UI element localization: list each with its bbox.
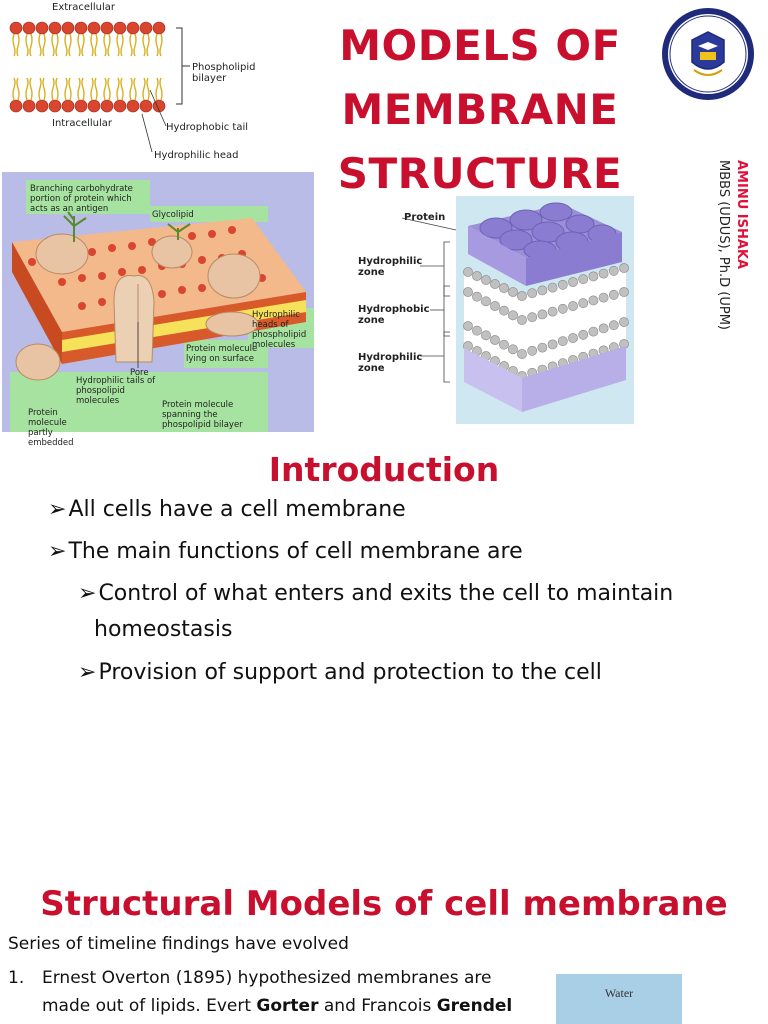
hydrophilic-zone-top-label: Hydrophilic zone (358, 256, 423, 278)
intro-sub-bullet-2-text: Provision of support and protection to t… (98, 660, 602, 685)
carbohydrate-label: Branching carbohydrate portion of protei… (30, 184, 133, 214)
extracellular-label: Extracellular (52, 2, 115, 13)
grendel-name: Grendel (436, 996, 513, 1016)
intro-bullet-1-text: All cells have a cell membrane (68, 497, 406, 522)
timeline-item-1-line-1: Ernest Overton (1895) hypothesized membr… (42, 968, 492, 988)
intro-bullet-1: ➢All cells have a cell membrane (48, 497, 406, 522)
hydrophilic-head-label: Hydrophilic head (154, 150, 239, 161)
author-degrees: MBBS (UDUS), Ph.D (UPM) (716, 160, 731, 330)
glycolipid-label: Glycolipid (152, 210, 194, 220)
timeline-item-1-line-2-pre: made out of lipids. Evert (42, 996, 257, 1016)
pore-label: Pore (130, 368, 149, 378)
membrane-block-diagram: Protein Hydrophilic zone Hydrophobic zon… (340, 196, 640, 426)
intracellular-label: Intracellular (52, 118, 113, 129)
protein-label: Protein (404, 212, 446, 223)
surface-protein-label: Protein molecule lying on surface (186, 344, 258, 364)
author-name: AMINU ISHAKA (734, 160, 749, 270)
introduction-heading: Introduction (268, 450, 500, 489)
intro-sub-bullet-1-cont: homeostasis (94, 617, 233, 642)
phospholipid-bilayer-label: Phospholipid bilayer (192, 62, 256, 84)
bilayer-diagram: Extracellular Intracellular Phospholipid… (0, 0, 300, 165)
title-line-2: MEMBRANE (341, 85, 619, 134)
hydrophilic-zone-bottom-label: Hydrophilic zone (358, 352, 423, 374)
hydrophobic-zone-label: Hydrophobic zone (358, 304, 430, 326)
page-title: MODELS OF MEMBRANE STRUCTURE (330, 14, 630, 206)
gorter-name: Gorter (256, 996, 319, 1016)
structural-models-heading: Structural Models of cell membrane (40, 884, 728, 924)
hydrophilic-heads-label: Hydrophilic heads of phospholipid molecu… (252, 310, 307, 350)
fluid-mosaic-diagram: Branching carbohydrate portion of protei… (2, 172, 314, 448)
timeline-item-1-line-2-mid: and Francois (318, 996, 437, 1016)
title-line-1: MODELS OF (339, 21, 621, 70)
embedded-protein-label: Protein molecule partly embedded (28, 408, 74, 448)
timeline-item-1-number: 1. (8, 968, 25, 988)
intro-sub-bullet-1-text: Control of what enters and exits the cel… (98, 581, 674, 606)
water-label: Water (604, 986, 634, 1000)
intro-sub-bullet-2: ➢Provision of support and protection to … (78, 660, 602, 685)
hydrophilic-tails-label: Hydrophilic tails of phospolipid molecul… (76, 376, 156, 406)
water-figure: Water (556, 974, 682, 1024)
timeline-lead: Series of timeline findings have evolved (8, 934, 349, 954)
title-line-3: STRUCTURE (337, 149, 623, 198)
intro-bullet-2-text: The main functions of cell membrane are (68, 539, 523, 564)
intro-bullet-2: ➢The main functions of cell membrane are (48, 539, 523, 564)
intro-sub-bullet-1: ➢Control of what enters and exits the ce… (78, 581, 674, 642)
spanning-protein-label: Protein molecule spanning the phospolipi… (162, 400, 243, 430)
hydrophobic-tail-label: Hydrophobic tail (166, 122, 249, 133)
university-logo (656, 6, 760, 102)
author-credit: AMINU ISHAKA MBBS (UDUS), Ph.D (UPM) (680, 160, 750, 370)
timeline-item-1: 1. Ernest Overton (1895) hypothesized me… (8, 964, 548, 1016)
